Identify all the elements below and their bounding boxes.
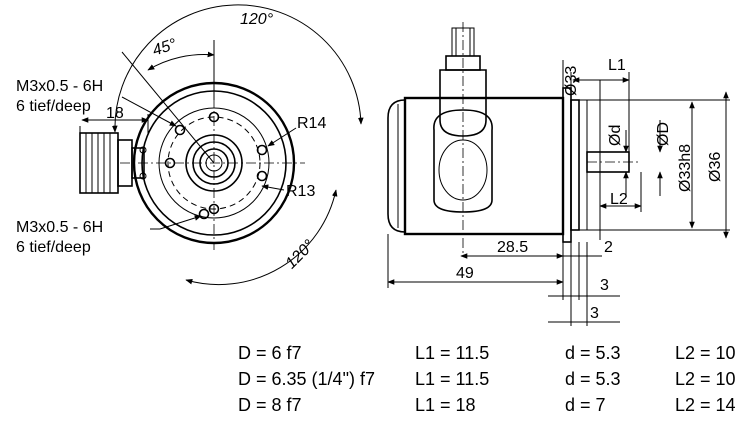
arc-120-top [112, 4, 364, 133]
arc-45 [147, 51, 215, 71]
label-r13: R13 [286, 183, 315, 200]
table-cell-L2: L2 = 10 [675, 343, 736, 363]
connector [79, 132, 145, 194]
label-dim-28-5: 28.5 [497, 239, 528, 256]
table-cell-d: d = 5.3 [565, 369, 621, 389]
table-cell-D: D = 8 f7 [238, 395, 302, 415]
table-cell-d: d = 5.3 [565, 343, 621, 363]
label-thread-top-2: 6 tief/deep [16, 98, 91, 115]
label-r14: R14 [297, 115, 326, 132]
dimension-table: D = 6 f7 L1 = 11.5 d = 5.3 L2 = 10 D = 6… [238, 343, 736, 415]
label-dim-18: 18 [106, 105, 124, 122]
front-view: 120° 45° 120° M3x0.5 - 6H 6 tief/deep M3… [16, 4, 364, 286]
label-thread-bottom-2: 6 tief/deep [16, 239, 91, 256]
label-thread-bottom-1: M3x0.5 - 6H [16, 219, 103, 236]
table-cell-L2: L2 = 14 [675, 395, 736, 415]
front-body [120, 80, 305, 250]
label-dim-49: 49 [456, 265, 474, 282]
side-body [403, 96, 565, 236]
label-dia-33: Ø33 [563, 66, 580, 96]
label-angle-top: 120° [240, 11, 274, 28]
side-view: Ø33 L1 Ød ØD Ø33h8 Ø36 L2 28.5 49 2 3 3 [387, 22, 730, 326]
table-cell-L1: L1 = 11.5 [415, 369, 489, 389]
label-l2: L2 [610, 191, 628, 208]
table-cell-L2: L2 = 10 [675, 369, 736, 389]
table-cell-D: D = 6 f7 [238, 343, 302, 363]
label-l1: L1 [608, 57, 626, 74]
label-dia-36: Ø36 [707, 152, 724, 182]
table-cell-L1: L1 = 11.5 [415, 343, 489, 363]
label-angle-inner: 45° [150, 36, 179, 60]
label-d-small: Ød [607, 125, 624, 146]
label-dim-3b: 3 [590, 305, 599, 322]
arc-120-bottom [185, 189, 338, 286]
side-connector [433, 22, 493, 256]
label-d-big: ØD [655, 122, 672, 146]
label-angle-bottom: 120° [283, 237, 319, 273]
label-dim-2: 2 [604, 239, 613, 256]
label-dim-3a: 3 [600, 277, 609, 294]
flange [562, 87, 572, 243]
table-cell-d: d = 7 [565, 395, 606, 415]
table-cell-D: D = 6.35 (1/4") f7 [238, 369, 375, 389]
table-cell-L1: L1 = 18 [415, 395, 476, 415]
label-dia-33h8: Ø33h8 [677, 144, 694, 192]
label-thread-top-1: M3x0.5 - 6H [16, 78, 103, 95]
